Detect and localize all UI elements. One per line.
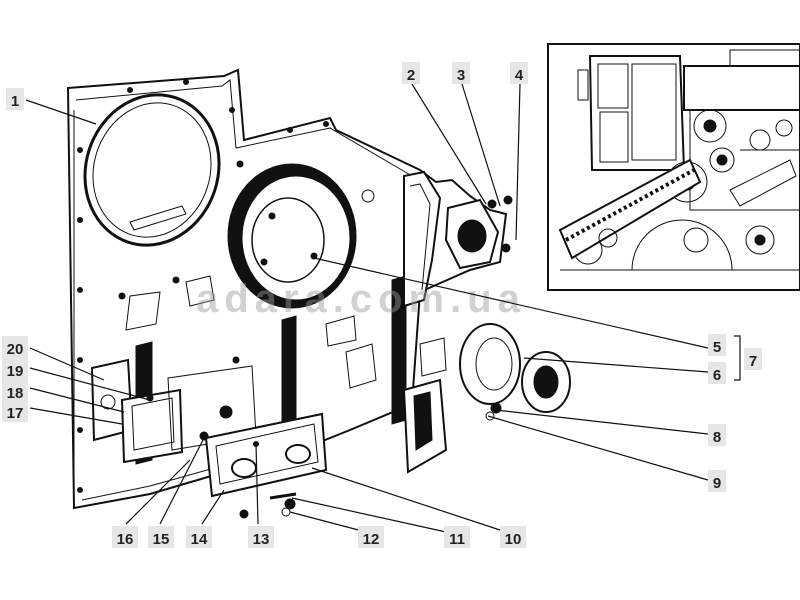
callout-3: 3 <box>457 67 465 84</box>
callout-2: 2 <box>407 67 415 84</box>
shaft-bracket <box>444 195 513 270</box>
callout-14: 14 <box>191 531 208 548</box>
callout-9: 9 <box>713 475 721 492</box>
access-plates <box>90 358 328 498</box>
bearing-assembly <box>459 323 571 421</box>
side-panel <box>66 68 508 510</box>
fasteners <box>239 492 297 519</box>
callout-16: 16 <box>117 531 134 548</box>
callout-20: 20 <box>7 341 24 358</box>
callout-17: 17 <box>7 405 24 422</box>
callout-10: 10 <box>505 531 522 548</box>
callout-4: 4 <box>515 67 524 84</box>
callout-12: 12 <box>363 531 380 548</box>
callout-8: 8 <box>713 429 721 446</box>
callout-19: 19 <box>7 363 24 380</box>
callout-18: 18 <box>7 385 24 402</box>
callouts: 1 2 3 4 5 6 7 8 9 10 11 12 13 14 15 16 1… <box>2 62 762 548</box>
callout-7: 7 <box>749 353 757 370</box>
watermark-text: adara.com.ua <box>196 277 526 321</box>
harvester-inset <box>547 43 800 291</box>
callout-6: 6 <box>713 367 721 384</box>
leader-lines <box>25 83 741 533</box>
callout-15: 15 <box>153 531 170 548</box>
callout-5: 5 <box>713 339 721 356</box>
callout-13: 13 <box>253 531 270 548</box>
callout-1: 1 <box>11 93 19 110</box>
callout-11: 11 <box>449 531 465 548</box>
